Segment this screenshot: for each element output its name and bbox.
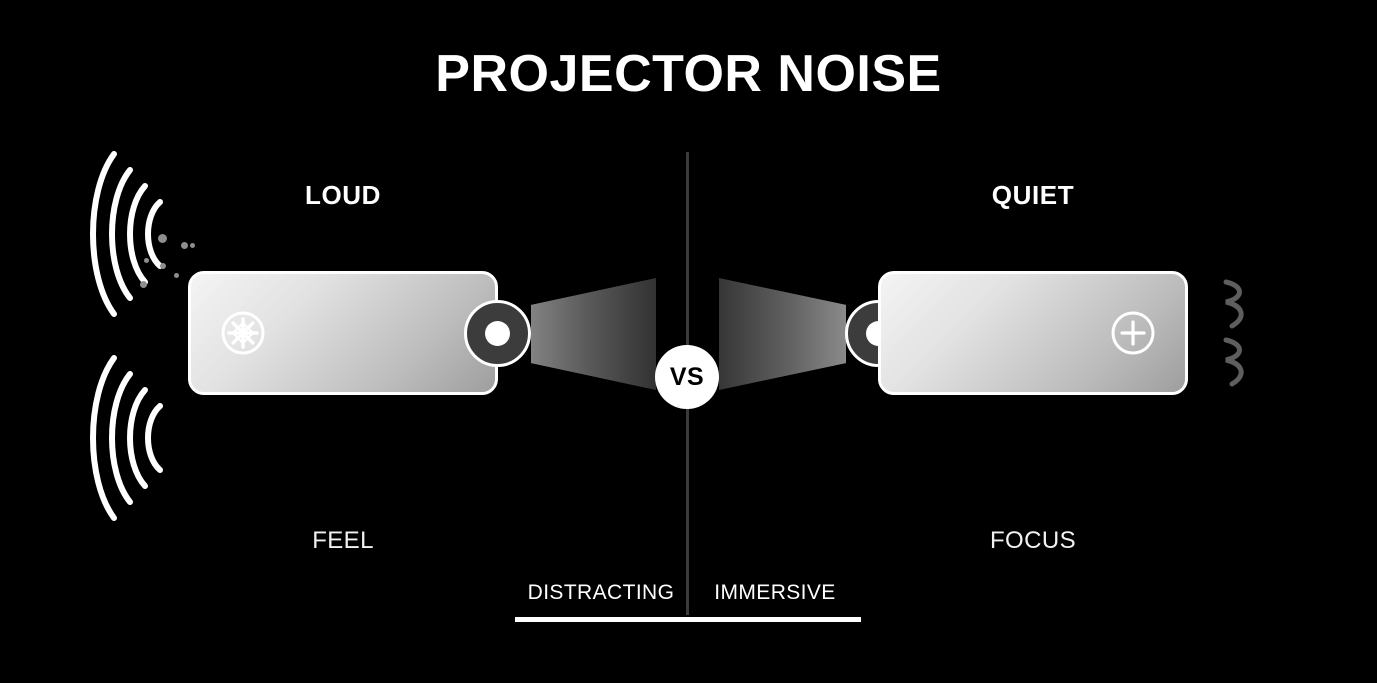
loud-projector-lens[interactable] [464,300,531,367]
noise-particle [158,234,167,243]
page-title: PROJECTOR NOISE [435,45,942,103]
quiet-projector-body[interactable] [878,271,1188,395]
left-heading: LOUD [304,180,382,210]
lens-inner-dot [485,321,510,346]
scale-label-distracting: DISTRACTING [527,581,675,604]
quiet-squiggle-marks-icon [1218,276,1266,394]
noise-particle [190,243,195,248]
sound-wave-arcs-icon-secondary [84,348,176,528]
plus-icon [1109,309,1157,357]
right-heading: QUIET [991,180,1075,210]
noise-particle [144,258,149,263]
noise-particle [160,263,166,269]
loud-projector-body[interactable] [188,271,498,395]
noise-particle [181,242,188,249]
vs-badge: VS [655,345,719,409]
loud-light-beam [531,278,656,390]
noise-particle [140,281,147,288]
sound-wave-arcs-icon [84,144,176,324]
scale-label-immersive: IMMERSIVE [714,581,836,604]
snowflake-icon [219,309,267,357]
right-sub-label: FOCUS [990,527,1076,554]
quiet-light-beam [719,278,846,390]
noise-particle [174,273,179,278]
left-sub-label: FEEL [312,527,374,554]
scale-bar [515,617,861,622]
